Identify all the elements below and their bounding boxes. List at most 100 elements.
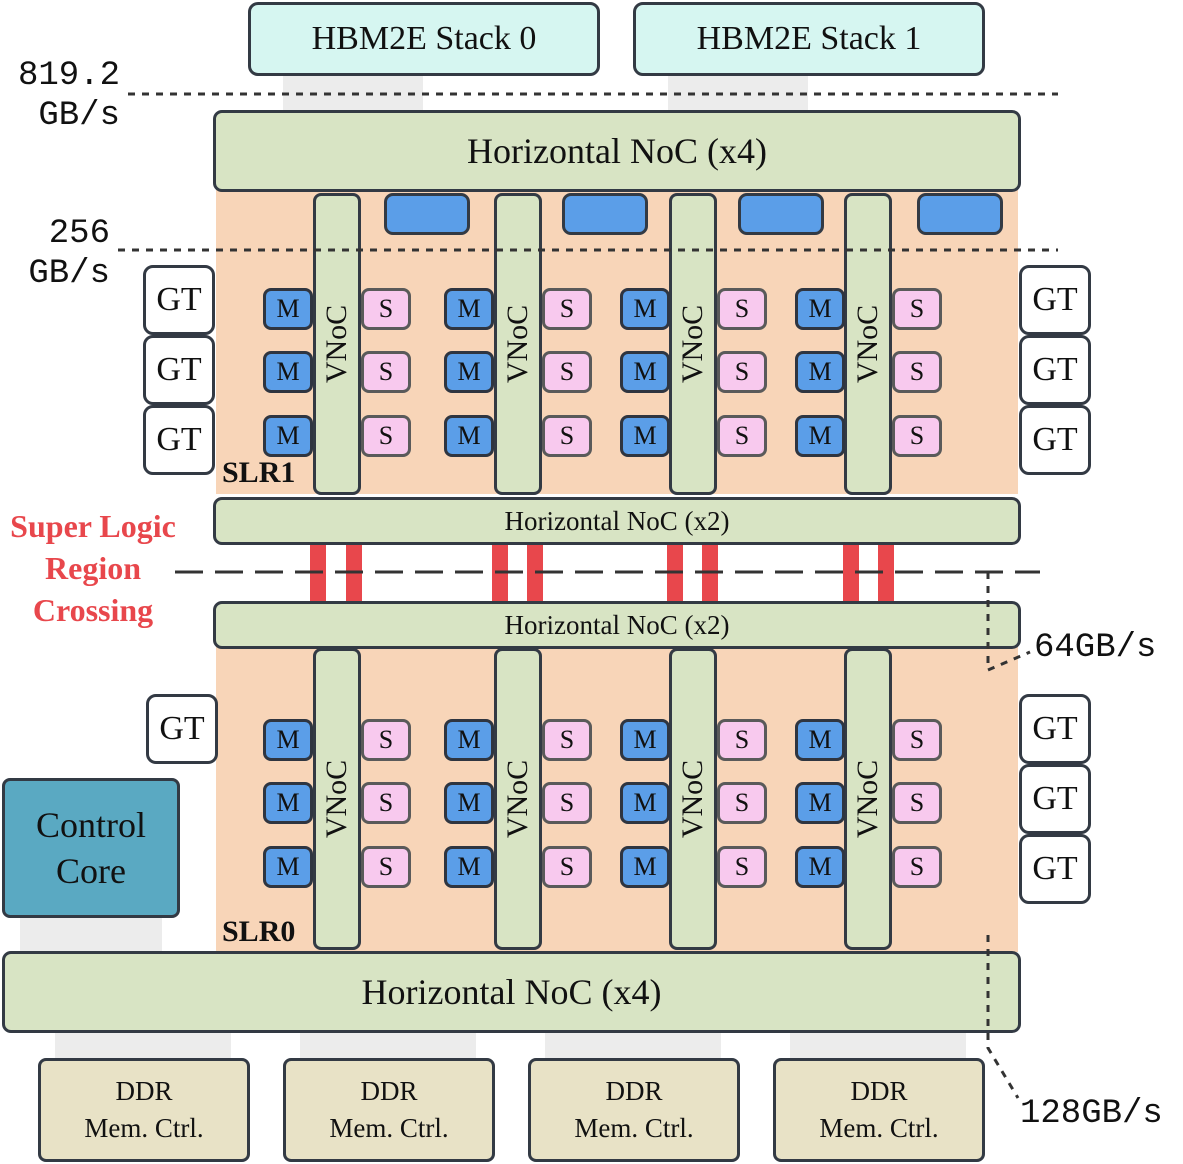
hbm-stack-1: HBM2E Stack 1 [633, 2, 985, 76]
ddr2-connector [545, 1030, 721, 1060]
control-core-line2: Core [56, 851, 126, 891]
gt-block: GT [143, 405, 215, 475]
ddr-sublabel: Mem. Ctrl. [574, 1113, 694, 1143]
ddr-mem-ctrl-0: DDR Mem. Ctrl. [38, 1058, 250, 1162]
slave-node: S [717, 719, 767, 761]
master-node: M [263, 288, 313, 330]
slr-crossing-bandwidth-label: 64GB/s [1034, 629, 1157, 667]
vnoc-bandwidth-label: 256 GB/s [2, 214, 110, 294]
slave-node: S [717, 351, 767, 393]
gt-block: GT [1019, 694, 1091, 764]
ddr-sublabel: Mem. Ctrl. [329, 1113, 449, 1143]
master-node: M [795, 351, 845, 393]
hbm-bandwidth-unit: GB/s [38, 97, 120, 135]
gt-block: GT [143, 265, 215, 335]
control-core-connector [20, 914, 162, 954]
ddr-mem-ctrl-3: DDR Mem. Ctrl. [773, 1058, 985, 1162]
master-node: M [620, 719, 670, 761]
ddr-label: DDR [360, 1076, 418, 1106]
vnoc-column: VNoC [313, 648, 361, 950]
master-node: M [444, 782, 494, 824]
hbm-bandwidth-value: 819.2 [17, 57, 120, 95]
ddr-sublabel: Mem. Ctrl. [84, 1113, 204, 1143]
slave-node: S [717, 288, 767, 330]
vnoc-column: VNoC [313, 193, 361, 495]
gt-block: GT [1019, 335, 1091, 405]
slave-node: S [542, 719, 592, 761]
master-node: M [444, 846, 494, 888]
hbm-port-block [562, 193, 648, 235]
slave-node: S [361, 782, 411, 824]
vnoc-bandwidth-unit: GB/s [28, 255, 110, 293]
slave-node: S [361, 415, 411, 457]
ddr-label: DDR [115, 1076, 173, 1106]
ddr0-connector [55, 1030, 231, 1060]
ddr-bandwidth-pointer [986, 935, 1020, 1099]
vnoc-column: VNoC [494, 193, 542, 495]
master-node: M [263, 415, 313, 457]
ddr-label: DDR [850, 1076, 908, 1106]
hbm-port-block [384, 193, 470, 235]
gt-block: GT [1019, 405, 1091, 475]
slave-node: S [892, 719, 942, 761]
master-node: M [795, 846, 845, 888]
crossing-label-line2: Region [45, 550, 141, 586]
vnoc-column: VNoC [669, 648, 717, 950]
master-node: M [444, 288, 494, 330]
slave-node: S [361, 288, 411, 330]
slr1-label: SLR1 [222, 456, 296, 489]
master-node: M [263, 719, 313, 761]
crossing-label: Super Logic Region Crossing [0, 508, 186, 628]
slave-node: S [542, 415, 592, 457]
slave-node: S [542, 351, 592, 393]
vnoc-bandwidth-value: 256 [48, 215, 110, 253]
vnoc-column: VNoC [844, 648, 892, 950]
slave-node: S [361, 846, 411, 888]
ddr-sublabel: Mem. Ctrl. [819, 1113, 939, 1143]
hbm-bandwidth-label: 819.2 GB/s [2, 56, 120, 136]
slave-node: S [892, 288, 942, 330]
master-node: M [795, 288, 845, 330]
slave-node: S [892, 782, 942, 824]
slave-node: S [542, 846, 592, 888]
master-node: M [444, 415, 494, 457]
crossing-label-line3: Crossing [32, 592, 154, 628]
ddr1-connector [300, 1030, 476, 1060]
slave-node: S [892, 846, 942, 888]
master-node: M [263, 782, 313, 824]
hbm-port-block [738, 193, 824, 235]
horizontal-noc-top: Horizontal NoC (x4) [213, 110, 1021, 192]
ddr-bandwidth-label: 128GB/s [1020, 1095, 1163, 1133]
master-node: M [620, 415, 670, 457]
gt-block: GT [1019, 834, 1091, 904]
master-node: M [795, 782, 845, 824]
horizontal-noc-slr1-bottom: Horizontal NoC (x2) [213, 497, 1021, 545]
slave-node: S [361, 351, 411, 393]
slave-node: S [717, 846, 767, 888]
ddr3-connector [790, 1030, 966, 1060]
master-node: M [620, 288, 670, 330]
master-node: M [795, 415, 845, 457]
master-node: M [263, 351, 313, 393]
control-core-line1: Control [35, 805, 146, 845]
slave-node: S [361, 719, 411, 761]
slave-node: S [892, 415, 942, 457]
vnoc-column: VNoC [669, 193, 717, 495]
horizontal-noc-bottom: Horizontal NoC (x4) [2, 951, 1021, 1033]
master-node: M [620, 782, 670, 824]
gt-block: GT [1019, 265, 1091, 335]
slave-node: S [717, 782, 767, 824]
master-node: M [444, 351, 494, 393]
ddr-mem-ctrl-2: DDR Mem. Ctrl. [528, 1058, 740, 1162]
vnoc-column: VNoC [494, 648, 542, 950]
slr-crossing-wire [843, 545, 859, 601]
slave-node: S [542, 782, 592, 824]
master-node: M [263, 846, 313, 888]
slr-crossing-bandwidth-pointer [986, 572, 1031, 673]
gt-block: GT [146, 694, 218, 764]
crossing-label-line1: Super Logic [10, 508, 176, 544]
slave-node: S [542, 288, 592, 330]
slave-node: S [892, 351, 942, 393]
gt-block: GT [1019, 764, 1091, 834]
